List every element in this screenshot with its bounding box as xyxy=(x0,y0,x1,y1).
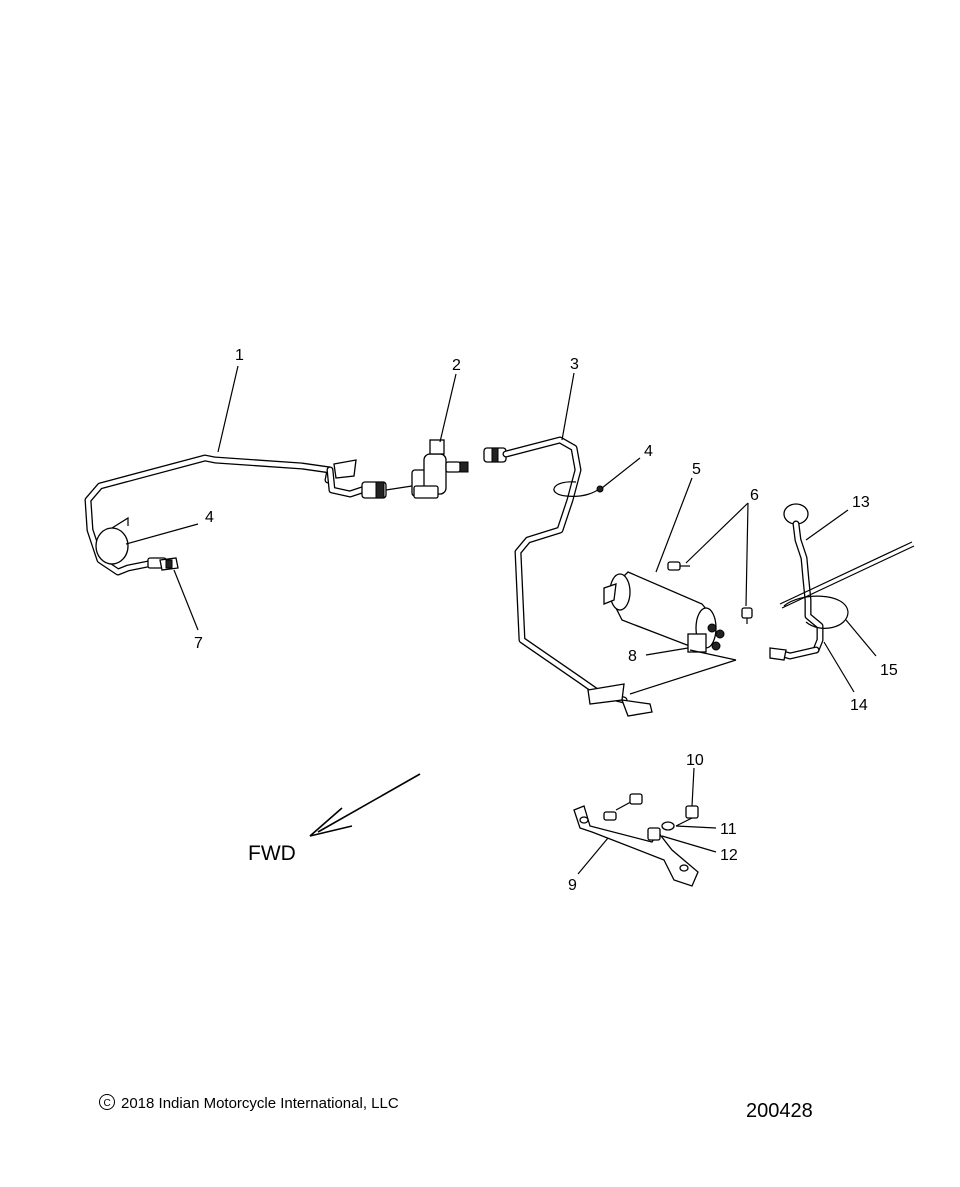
purge-valve-part-2 xyxy=(385,439,469,499)
charcoal-canister-part-5 xyxy=(603,571,737,695)
tie-strap-part-15 xyxy=(779,541,915,629)
nut-part-12 xyxy=(647,827,661,841)
vapor-hose-part-3 xyxy=(483,436,653,717)
callout-7: 7 xyxy=(194,635,203,652)
copyright-text: 2018 Indian Motorcycle International, LL… xyxy=(121,1095,399,1112)
callout-2: 2 xyxy=(452,357,461,374)
bolt-part-10 xyxy=(675,805,699,827)
figure-number: 200428 xyxy=(746,1100,813,1122)
callout-4-left: 4 xyxy=(205,509,214,526)
footer: © C 2018 Indian Motorcycle International… xyxy=(99,1094,813,1122)
screws-part-6 xyxy=(667,561,753,624)
vent-tube-part-13 xyxy=(783,503,824,654)
callout-5: 5 xyxy=(692,461,701,478)
hose-clamp-part-4-left xyxy=(95,516,129,565)
callout-8: 8 xyxy=(628,648,637,665)
callout-11: 11 xyxy=(720,821,737,838)
callout-1: 1 xyxy=(235,347,244,364)
washer-part-11 xyxy=(661,821,675,831)
callout-14: 14 xyxy=(850,697,868,714)
callout-labels: 1 2 3 4 4 5 6 7 8 9 10 11 12 13 14 15 xyxy=(194,347,898,894)
callout-10: 10 xyxy=(686,752,704,769)
hose-clamp-part-4-right xyxy=(553,481,604,497)
fwd-label: FWD xyxy=(248,842,296,865)
hose-elbow-part-14 xyxy=(769,646,820,661)
forward-direction-arrow: FWD xyxy=(248,773,421,865)
vent-hose-part-1 xyxy=(84,454,387,576)
copyright-c: C xyxy=(104,1098,111,1109)
callout-6: 6 xyxy=(750,487,759,504)
callout-12: 12 xyxy=(720,847,738,864)
fitting-part-7 xyxy=(159,557,179,571)
callout-15: 15 xyxy=(880,662,898,679)
callout-9: 9 xyxy=(568,877,577,894)
callout-3: 3 xyxy=(570,356,579,373)
mounting-bracket-part-9 xyxy=(573,793,699,887)
leader-lines xyxy=(125,365,877,875)
callout-13: 13 xyxy=(852,494,870,511)
callout-4-right: 4 xyxy=(644,443,653,460)
copyright-circle xyxy=(99,1094,115,1110)
